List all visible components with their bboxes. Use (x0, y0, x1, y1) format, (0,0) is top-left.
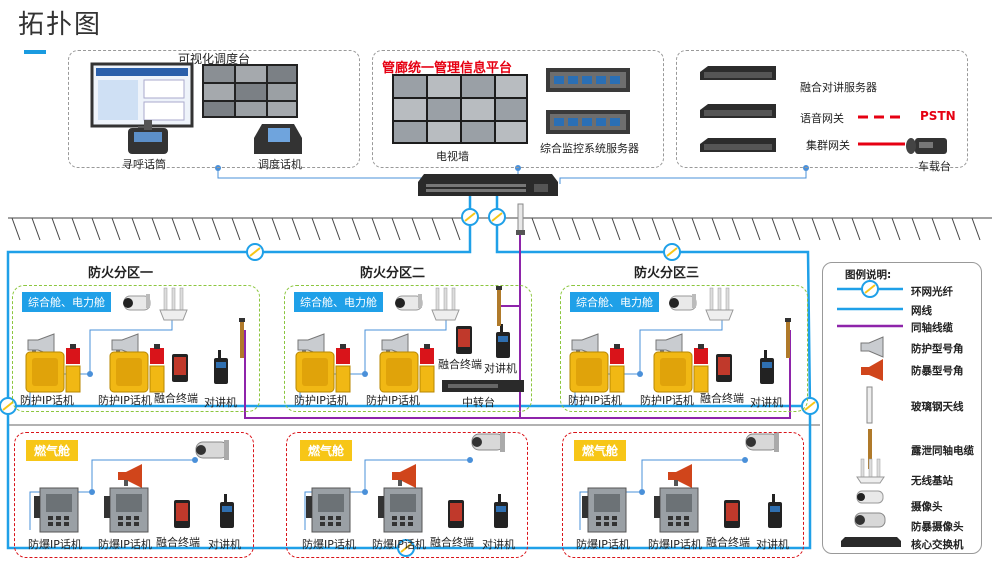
legend-ex-camera: 防暴摄像头 (911, 521, 964, 533)
monitor-server-icon (546, 68, 630, 134)
zone2-tag: 综合舱、电力舱 (294, 292, 383, 312)
glass-antenna-icon (516, 203, 525, 235)
vehicle-radio-icon (906, 138, 947, 154)
zone2-box (284, 285, 532, 412)
server-group (676, 50, 968, 168)
call-handset-icon (128, 120, 168, 154)
zone2-title: 防火分区二 (360, 266, 426, 281)
trunk-gateway-icon (700, 138, 776, 152)
zone1-walkie-label: 对讲机 (204, 396, 237, 409)
legend-cable: 网线 (911, 305, 932, 317)
gas2-phone1-label: 防爆IP话机 (302, 538, 356, 551)
zone1-title: 防火分区一 (88, 266, 154, 281)
gas-zone3-tag: 燃气舱 (574, 440, 627, 461)
video-wall-icon (202, 64, 298, 118)
zone3-terminal-label: 融合终端 (700, 392, 744, 405)
legend-title: 图例说明: (845, 269, 892, 281)
gas-zone3-box (562, 432, 804, 558)
call-handset-label: 寻呼话筒 (122, 158, 166, 171)
platform-title: 管廊统一管理信息平台 (382, 61, 513, 76)
dispatch-monitor-icon (90, 62, 194, 136)
legend-coax: 同轴线缆 (911, 322, 953, 334)
platform-group (372, 50, 664, 168)
gas-zone2-tag: 燃气舱 (300, 440, 353, 461)
legend-horn: 防护型号角 (911, 343, 964, 355)
tv-wall-icon (392, 74, 528, 144)
zone3-phone1-label: 防护IP话机 (568, 394, 622, 407)
legend-symbols (837, 280, 903, 547)
zone2-phone2-label: 防护IP话机 (366, 394, 420, 407)
gas3-phone1-label: 防爆IP话机 (576, 538, 630, 551)
dispatch-phone-icon (254, 124, 302, 154)
gas2-terminal-label: 融合终端 (430, 536, 474, 549)
gas3-phone2-label: 防爆IP话机 (648, 538, 702, 551)
zone3-tag: 综合舱、电力舱 (570, 292, 659, 312)
legend-leaky-coax: 露泄同轴电缆 (911, 445, 974, 457)
pstn-label: PSTN (920, 109, 956, 123)
page-title: 拓扑图 (18, 10, 103, 40)
zone2-relay-label: 中转台 (462, 396, 495, 409)
vehicle-radio-label: 车载台 (918, 160, 951, 173)
monitor-server-label: 综合监控系统服务器 (540, 142, 639, 155)
zone2-walkie-label: 对讲机 (484, 362, 517, 375)
gas1-walkie-label: 对讲机 (208, 538, 241, 551)
gas-zone1-tag: 燃气舱 (26, 440, 79, 461)
zone3-title: 防火分区三 (634, 266, 700, 281)
zone3-walkie-label: 对讲机 (750, 396, 783, 409)
trunk-gateway-label: 集群网关 (806, 139, 850, 152)
zone1-terminal-label: 融合终端 (154, 392, 198, 405)
dispatch-desk-label: 可视化调度台 (178, 52, 251, 66)
voice-gateway-icon (700, 104, 776, 118)
zone1-phone2-label: 防护IP话机 (98, 394, 152, 407)
gas2-phone2-label: 防爆IP话机 (372, 538, 426, 551)
tv-wall-label: 电视墙 (436, 150, 469, 163)
zone3-phone2-label: 防护IP话机 (640, 394, 694, 407)
gas-zone1-box (14, 432, 254, 558)
zone2-phone1-label: 防护IP话机 (294, 394, 348, 407)
intercom-server-icon (700, 66, 776, 80)
voice-gateway-label: 语音网关 (800, 112, 844, 125)
legend-core-switch: 核心交换机 (911, 539, 964, 551)
legend-camera: 摄像头 (911, 501, 943, 513)
legend: 图例说明: 环网光纤 网线 同轴线缆 防护型号角 防暴型号角 (822, 262, 982, 554)
zone3-box (560, 285, 808, 412)
core-switch-icon (418, 174, 558, 196)
gas1-phone2-label: 防爆IP话机 (98, 538, 152, 551)
gas-zone2-box (286, 432, 528, 558)
gas1-phone1-label: 防爆IP话机 (28, 538, 82, 551)
legend-fiber: 环网光纤 (911, 286, 953, 298)
dispatch-phone-label: 调度话机 (258, 158, 302, 171)
intercom-server-label: 融合对讲服务器 (800, 81, 877, 94)
dispatch-desk-group (68, 50, 360, 168)
gas3-terminal-label: 融合终端 (706, 536, 750, 549)
zone2-terminal-label: 融合终端 (438, 358, 482, 371)
legend-ex-horn: 防暴型号角 (911, 365, 964, 377)
gas2-walkie-label: 对讲机 (482, 538, 515, 551)
gas1-terminal-label: 融合终端 (156, 536, 200, 549)
gas3-walkie-label: 对讲机 (756, 538, 789, 551)
legend-base-station: 无线基站 (911, 475, 953, 487)
legend-antenna: 玻璃钢天线 (911, 401, 964, 413)
zone1-box (12, 285, 260, 412)
title-accent-bar (24, 50, 46, 54)
zone1-phone1-label: 防护IP话机 (20, 394, 74, 407)
zone1-tag: 综合舱、电力舱 (22, 292, 111, 312)
